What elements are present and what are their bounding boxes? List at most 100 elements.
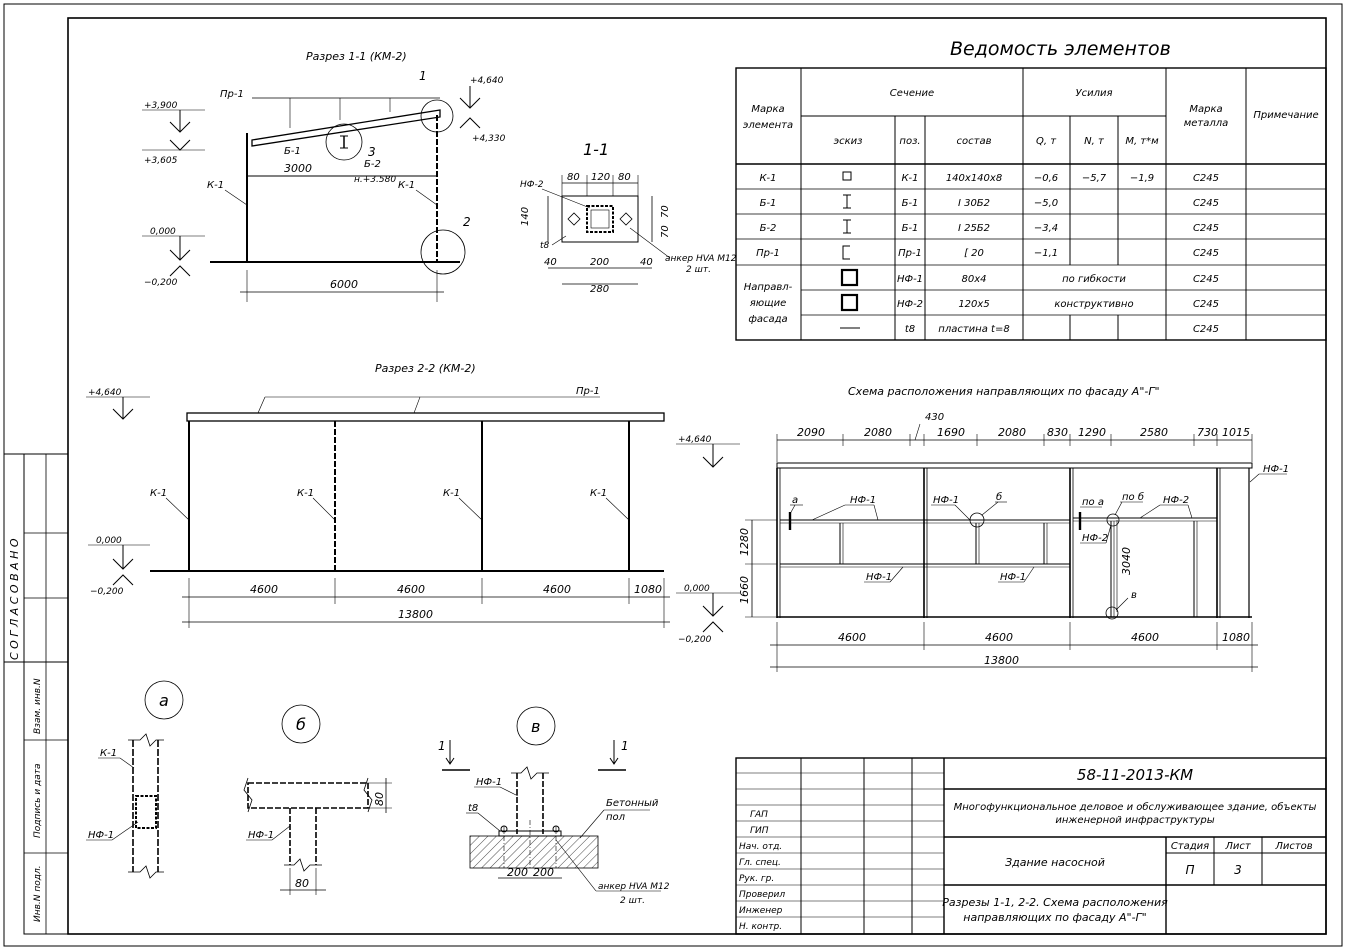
tb-role-4: Гл. спец. — [739, 858, 781, 868]
fd-top-2: 2080 — [864, 426, 892, 439]
detail-v-t8: t8 — [468, 803, 478, 814]
row-m: −1,9 — [1130, 173, 1154, 184]
row-pos: Б-1 — [902, 223, 919, 234]
label-b2: Б-2 — [364, 159, 381, 170]
th-forces: Усилия — [1076, 88, 1113, 99]
detail-b-d80h: 80 — [295, 877, 309, 890]
side-stamp: С О Г Л А С О В А Н О Взам. инв.N Подпис… — [3, 453, 69, 935]
fd-top-9: 1015 — [1222, 426, 1250, 439]
fd-total: 13800 — [984, 654, 1019, 667]
s22-k1-2: К-1 — [297, 488, 314, 499]
table-row: Б-2 Б-1 I 25Б2 −3,4 С245 — [760, 219, 1219, 234]
th-q: Q, т — [1036, 136, 1057, 147]
fd-label-b: б — [996, 491, 1002, 503]
fd-nf2-a: НФ-2 — [1163, 495, 1189, 506]
fd-top-5: 830 — [1047, 426, 1068, 439]
detail-v-anchor: анкер HVA M12 — [598, 882, 670, 892]
dim-6000: 6000 — [330, 278, 358, 291]
detail-b-nf1: НФ-1 — [248, 830, 274, 841]
row-mark: Б-1 — [760, 198, 777, 209]
detail-v-d200a: 200 — [507, 866, 528, 879]
field-replace-inv: Взам. инв.N — [33, 678, 43, 734]
node-1-1: 1-1 80 120 80 140 70 70 НФ-2 t8 40 200 4… — [520, 140, 737, 295]
th-sketch: эскиз — [834, 136, 863, 147]
s22-k1-1: К-1 — [150, 488, 167, 499]
row-comp: 140х140х8 — [946, 173, 1002, 184]
fd-bot-2: 4600 — [985, 631, 1013, 644]
row-pos: НФ-2 — [897, 299, 923, 310]
tb-building: Здание насосной — [1005, 856, 1105, 869]
facade-scheme: Схема расположения направляющих по фасад… — [676, 385, 1289, 672]
row-n: −5,7 — [1082, 173, 1107, 184]
fd-nf1-e: НФ-1 — [1263, 464, 1289, 475]
fd-lvl-top: +4,640 — [678, 435, 712, 445]
detail-b: б 80 80 НФ-1 — [243, 704, 392, 895]
s22-lvl-top: +4,640 — [88, 388, 122, 398]
tb-h-sheets: Листов — [1274, 841, 1312, 852]
node-d280: 280 — [590, 284, 609, 295]
fd-nf1-c: НФ-1 — [866, 572, 892, 583]
fd-bot-4: 1080 — [1222, 631, 1250, 644]
row-mark: Пр-1 — [756, 248, 780, 259]
s22-dim-1: 4600 — [250, 583, 278, 596]
row-comp: [ 20 — [964, 248, 984, 259]
fd-lvl-neg: −0,200 — [678, 635, 712, 645]
th-m: M, т*м — [1125, 136, 1159, 147]
row-pos: t8 — [905, 324, 915, 335]
s22-lvl-zero: 0,000 — [96, 536, 122, 546]
detail-v-qty: 2 шт. — [620, 896, 645, 906]
table-row: НФ-1 80х4 по гибкости С245 — [840, 268, 1219, 287]
s22-k1-3: К-1 — [443, 488, 460, 499]
row-metal: С245 — [1193, 274, 1219, 285]
detail-v-cut-right: 1 — [621, 739, 629, 753]
sketch-square-tube-icon — [840, 268, 859, 287]
label-k1-right: К-1 — [398, 180, 415, 191]
node-d80a: 80 — [567, 172, 580, 183]
fd-bot-1: 4600 — [838, 631, 866, 644]
sketch-square-tube-icon — [840, 293, 859, 312]
fd-v1280: 1280 — [738, 528, 751, 556]
dim-3000: 3000 — [284, 162, 312, 175]
detail-v-d200b: 200 — [533, 866, 554, 879]
detail-a-mark: а — [159, 691, 169, 710]
tb-h-stage: Стадия — [1171, 841, 1209, 852]
fd-top-7: 2580 — [1140, 426, 1168, 439]
level-3580: н.+3.580 — [354, 175, 396, 185]
th-section: Сечение — [890, 88, 934, 99]
table-row: НФ-2 120х5 конструктивно С245 — [840, 293, 1219, 312]
row-q: −3,4 — [1034, 223, 1058, 234]
detail-a: а К-1 НФ-1 — [86, 680, 184, 879]
node-d40b: 40 — [640, 257, 653, 268]
tb-role-5: Рук. гр. — [739, 874, 774, 884]
detail-a-k1: К-1 — [100, 748, 117, 759]
table-title: Ведомость элементов — [950, 38, 1171, 60]
node-nf2: НФ-2 — [520, 180, 544, 190]
table-row: Б-1 Б-1 I 30Б2 −5,0 С245 — [760, 194, 1219, 209]
tb-role-7: Инженер — [739, 906, 783, 916]
fd-top-8: 730 — [1197, 426, 1218, 439]
label-k1-left: К-1 — [207, 180, 224, 191]
tb-role-3: Нач. отд. — [739, 842, 782, 852]
fd-v3040: 3040 — [1120, 547, 1133, 575]
tb-role-8: Н. контр. — [739, 922, 782, 932]
fd-label-v: в — [1131, 590, 1137, 601]
row-metal: С245 — [1193, 173, 1219, 184]
level-zero: 0,000 — [150, 227, 176, 237]
table-row: Пр-1 Пр-1 [ 20 −1,1 С245 — [756, 245, 1219, 260]
tb-role-1: ГАП — [750, 810, 768, 820]
th-note: Примечание — [1253, 110, 1318, 121]
node-d70a: 70 — [660, 205, 671, 218]
s22-total: 13800 — [398, 608, 433, 621]
fd-lvl-zero: 0,000 — [684, 584, 710, 594]
title-block: ГАП ГИП Нач. отд. Гл. спец. Рук. гр. Про… — [735, 757, 1327, 935]
s22-pr1: Пр-1 — [576, 386, 600, 397]
s22-dim-2: 4600 — [397, 583, 425, 596]
th-n: N, т — [1084, 136, 1105, 147]
row-comp: I 25Б2 — [958, 223, 990, 234]
inner-frame — [67, 17, 1327, 935]
row-comp: пластина t=8 — [938, 324, 1009, 335]
fd-label-a: а — [792, 495, 798, 506]
